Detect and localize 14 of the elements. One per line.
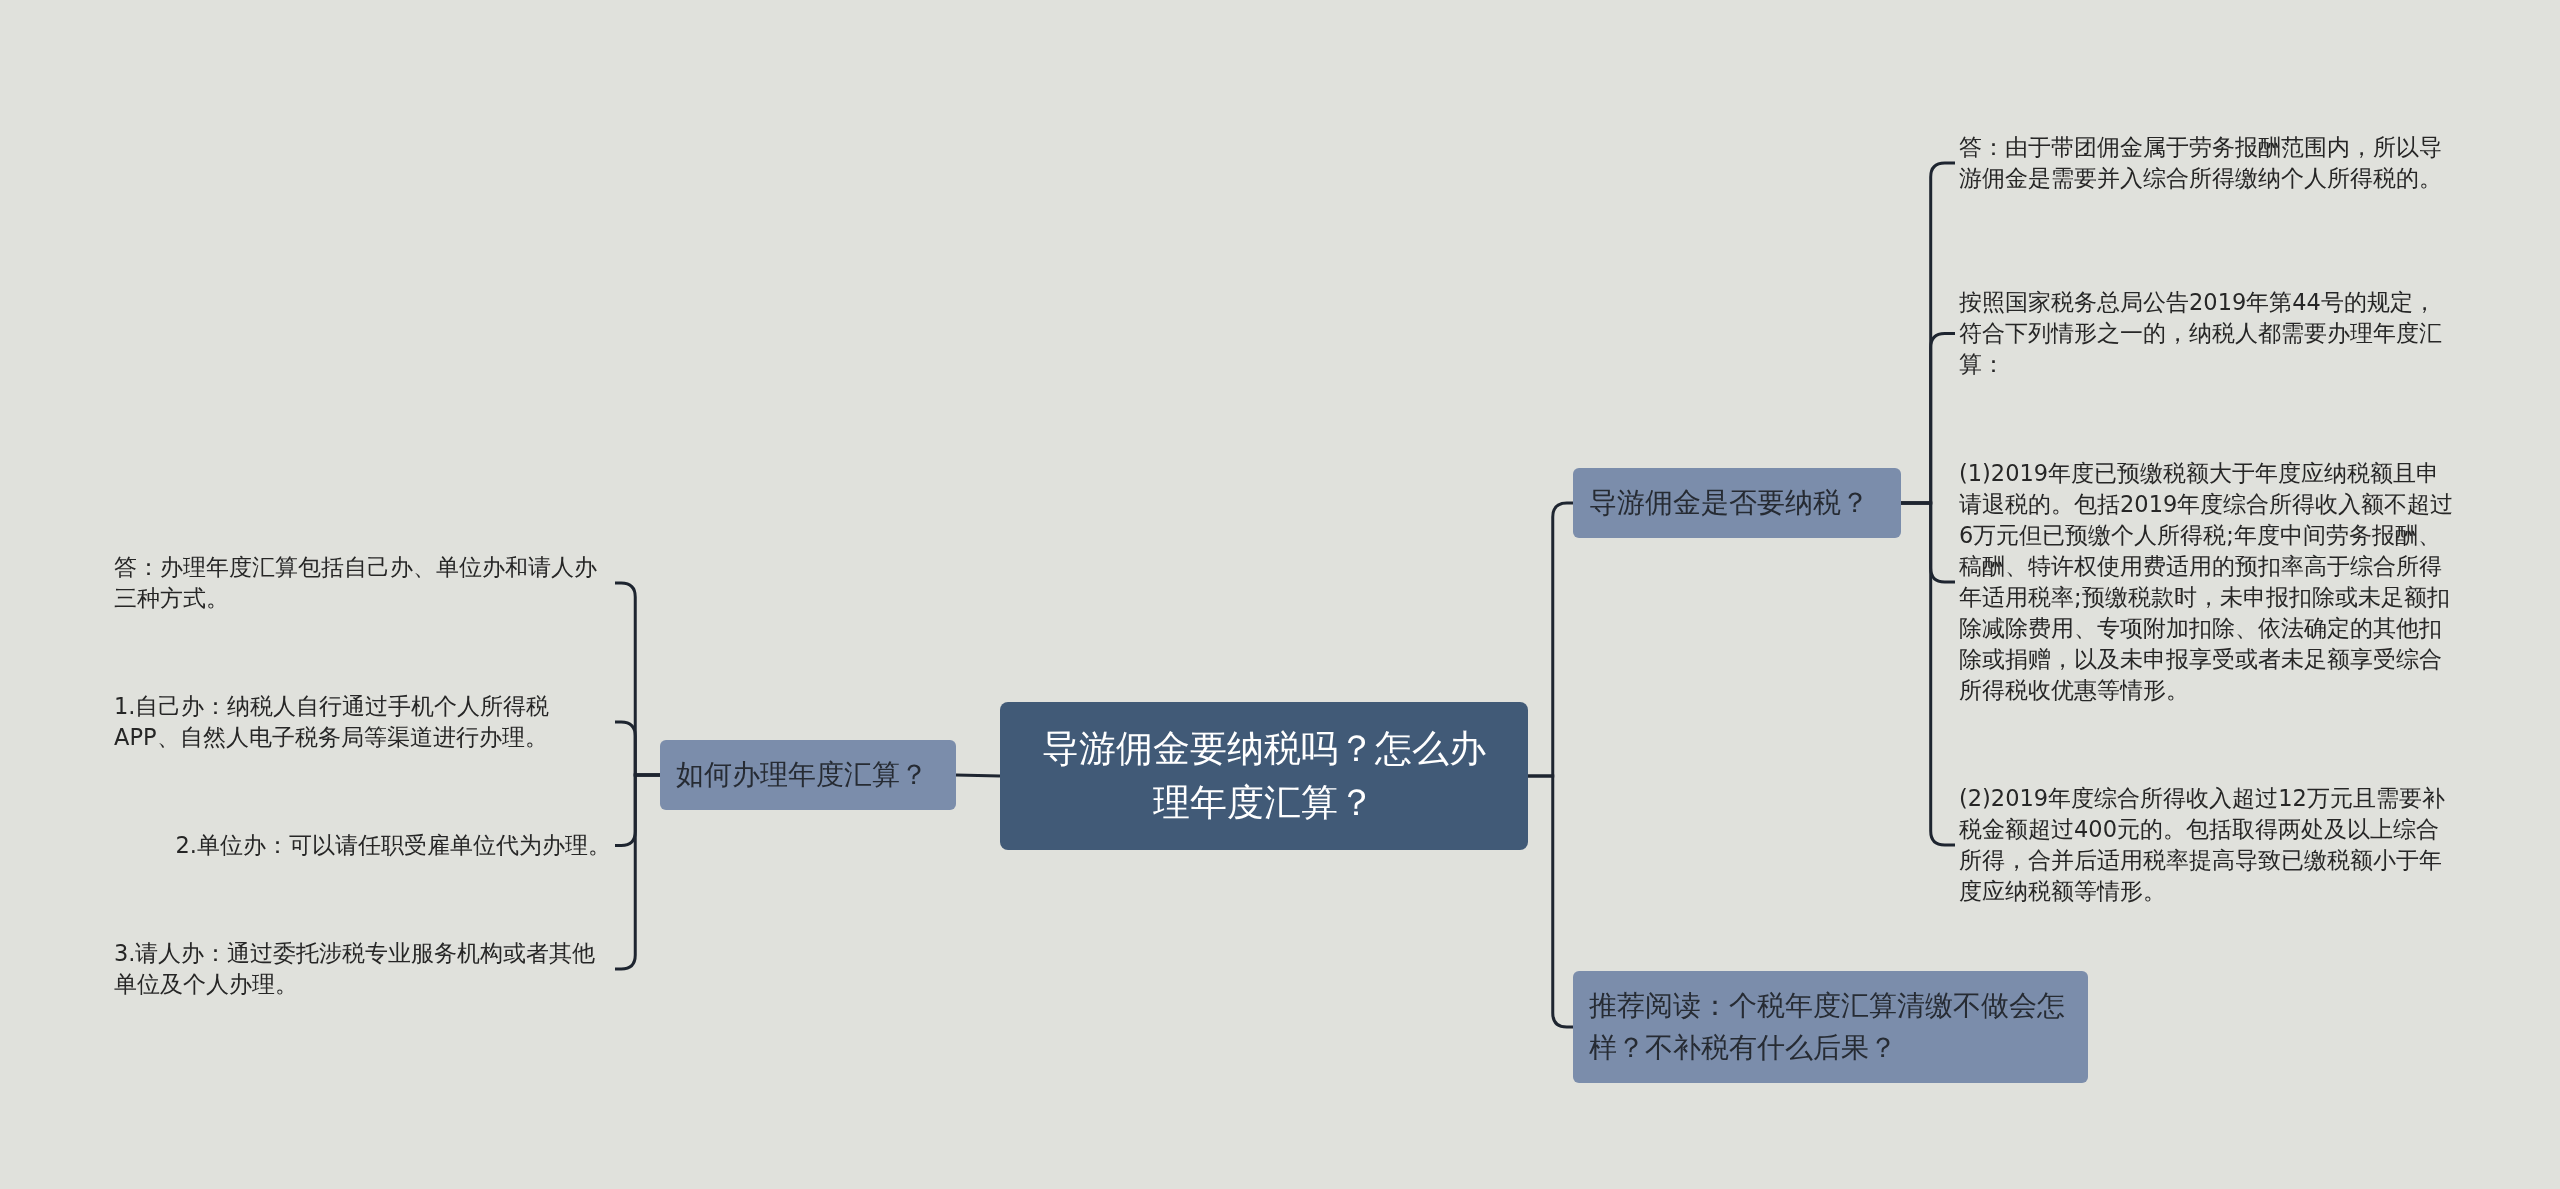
connector-line <box>1528 774 1573 1029</box>
note-text: (2)2019年度综合所得收入超过12万元且需要补税金额超过400元的。包括取得两处及以上综合所得，合并后适用税率提高导致已缴税额小于年度应纳税额等情形。 <box>1955 783 2460 907</box>
topic-box: 如何办理年度汇算？ <box>660 740 956 810</box>
root-topic-box: 导游佣金要纳税吗？怎么办理年度汇算？ <box>1000 702 1528 850</box>
note-text: 答：由于带团佣金属于劳务报酬范围内，所以导游佣金是需要并入综合所得缴纳个人所得税的。 <box>1955 132 2460 194</box>
note-text: 1.自己办：纳税人自行通过手机个人所得税APP、自然人电子税务局等渠道进行办理。 <box>110 691 615 753</box>
connector-line <box>955 773 1001 778</box>
note-text: (1)2019年度已预缴税额大于年度应纳税额且申请退税的。包括2019年度综合所得收入额不超过6万元但已预缴个人所得税;年度中间劳务报酬、稿酬、特许权使用费适用的预扣率高于综合所得年适用税率;预缴税款时，未申报扣除或未足额扣除减除费用、专项附加扣除、依法确定的其他扣除或捐赠，以及未申报享受或者未足额享受综合所得税收优惠等情形。 <box>1955 458 2460 706</box>
note-text: 按照国家税务总局公告2019年第44号的规定，符合下列情形之一的，纳税人都需要办理年度汇算： <box>1955 286 2460 380</box>
note-text: 3.请人办：通过委托涉税专业服务机构或者其他单位及个人办理。 <box>110 938 615 1000</box>
topic-box: 导游佣金是否要纳税？ <box>1573 468 1901 538</box>
topic-box: 推荐阅读：个税年度汇算清缴不做会怎样？不补税有什么后果？ <box>1573 971 2088 1083</box>
note-text: 答：办理年度汇算包括自己办、单位办和请人办三种方式。 <box>110 552 615 614</box>
note-text: 2.单位办：可以请任职受雇单位代为办理。 <box>140 829 615 861</box>
